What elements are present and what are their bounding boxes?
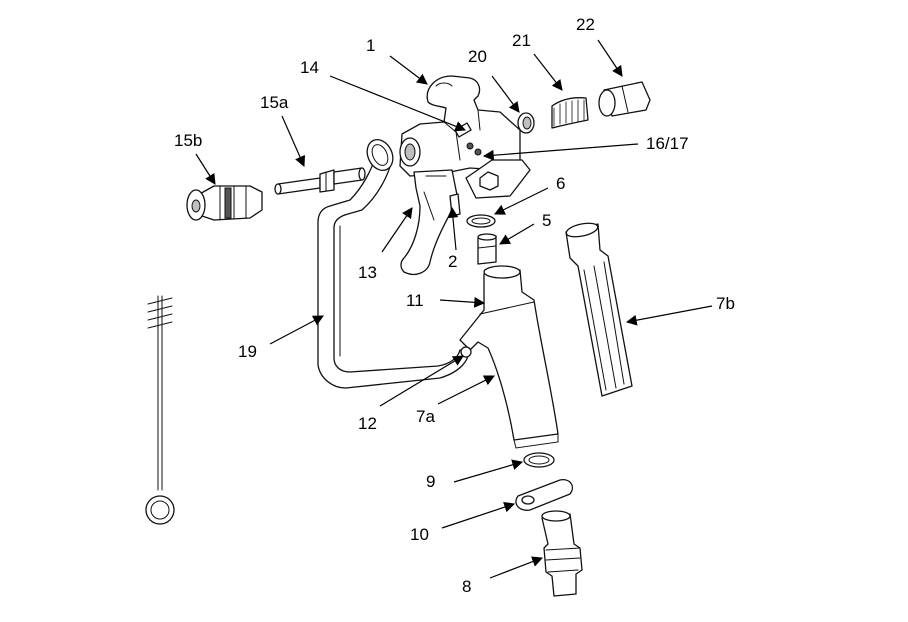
callout-1: 1 [366,36,375,55]
part-filter-7b [565,222,633,397]
callout-14: 14 [300,58,319,77]
callout-9: 9 [426,472,435,491]
callout-6: 6 [556,174,565,193]
part-tag-10 [515,479,574,511]
callout-16-17: 16/17 [646,134,689,153]
callout-19: 19 [238,342,257,361]
part-o-ring-6 [466,214,496,228]
part-swivel-8 [541,510,583,597]
part-seat-5 [477,233,497,265]
part-cleaning-brush [145,295,175,525]
part-valve-housing-15b [186,185,263,221]
callout-20: 20 [468,47,487,66]
callout-10: 10 [410,525,429,544]
part-o-ring-9 [523,452,555,468]
callout-7a: 7a [416,407,435,426]
callout-5: 5 [542,211,551,230]
part-handle-7a [459,265,559,449]
callout-13: 13 [358,263,377,282]
part-nut-22 [598,81,651,117]
callout-7b: 7b [716,294,735,313]
callout-12: 12 [358,414,377,433]
leader-lines [195,39,713,579]
part-pin-2 [449,193,461,217]
callout-22: 22 [576,15,595,34]
callout-2: 2 [448,252,457,271]
part-trigger-13 [400,169,459,276]
part-spring-21 [551,97,589,129]
part-washer-20 [517,112,535,134]
part-valve-stem-15a [274,167,366,195]
callout-15b: 15b [174,131,202,150]
callout-8: 8 [462,577,471,596]
part-guard-19 [317,138,469,389]
callout-21: 21 [512,31,531,50]
callout-11: 11 [406,291,424,310]
callout-labels: 1 14 15a 15b 20 21 22 16/17 6 5 13 2 11 … [174,15,735,596]
callout-15a: 15a [260,93,289,112]
